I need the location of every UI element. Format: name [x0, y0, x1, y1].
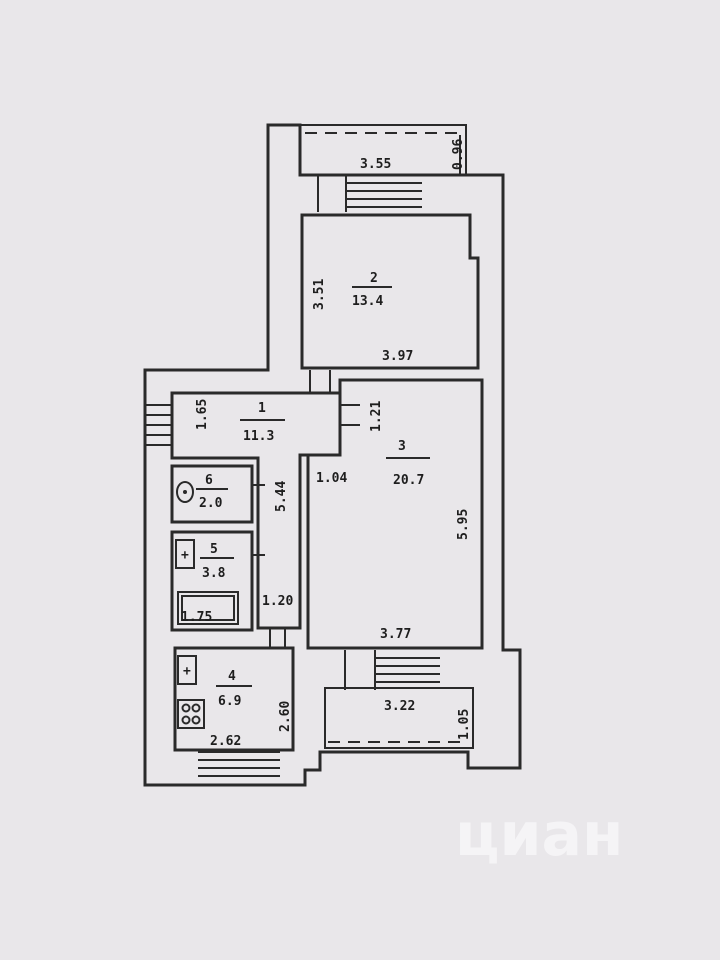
bottom-balcony	[324, 687, 474, 749]
dim-room2-width: 3.97	[382, 349, 413, 364]
room-6-number: 6	[205, 473, 213, 488]
dim-balcony-top-width: 3.55	[360, 157, 391, 172]
dim-hall-height: 1.65	[195, 399, 210, 430]
dim-room3-height: 5.95	[456, 509, 471, 540]
dim-corridor-length: 5.44	[274, 481, 289, 512]
room-3-area: 20.7	[393, 473, 424, 488]
watermark-text: циан	[455, 800, 623, 870]
room-5-area: 3.8	[202, 566, 226, 581]
entrance-door	[145, 404, 172, 446]
room-1-wall	[170, 391, 342, 630]
svg-text:+: +	[183, 664, 191, 679]
bathtub-icon	[177, 591, 239, 625]
top-balcony	[299, 124, 467, 176]
dim-room2-height: 3.51	[312, 279, 327, 310]
room-3-number: 3	[398, 439, 406, 454]
room-2-area: 13.4	[352, 294, 383, 309]
dim-balcony-bottom-depth: 1.05	[457, 709, 472, 740]
room-4-wall	[173, 646, 295, 752]
dim-bath-width: 1.75	[181, 610, 212, 625]
window-kitchen	[198, 751, 280, 777]
toilet-icon	[176, 481, 194, 503]
dim-hall-passage: 1.21	[369, 401, 384, 432]
room-2-wall	[300, 213, 480, 370]
room-4-area: 6.9	[218, 694, 241, 709]
room-1-area: 11.3	[243, 429, 274, 444]
kitchen-sink-icon: +	[177, 655, 197, 685]
door-ticks	[252, 370, 360, 648]
room-1-number: 1	[258, 401, 266, 416]
room-6-area: 2.0	[199, 496, 223, 511]
room-5-wall	[170, 530, 254, 632]
room-2-number: 2	[370, 271, 378, 286]
dim-kitchen-height: 2.60	[278, 701, 293, 732]
window-top	[317, 175, 422, 212]
stove-icon	[177, 699, 205, 729]
dim-hall-inner: 1.04	[316, 471, 347, 486]
dim-kitchen-width: 2.62	[210, 734, 241, 749]
sink-icon: +	[175, 539, 195, 569]
dim-corridor-width: 1.20	[262, 594, 293, 609]
dim-balcony-top-depth: 0.96	[451, 139, 466, 170]
dim-balcony-bottom-width: 3.22	[384, 699, 415, 714]
room-6-wall	[170, 464, 254, 524]
room-4-number: 4	[228, 669, 236, 684]
window-bottom-balcony	[344, 650, 440, 690]
outer-wall	[143, 123, 522, 787]
room-5-number: 5	[210, 542, 218, 557]
dim-room3-width: 3.77	[380, 627, 411, 642]
svg-text:+: +	[181, 548, 189, 563]
